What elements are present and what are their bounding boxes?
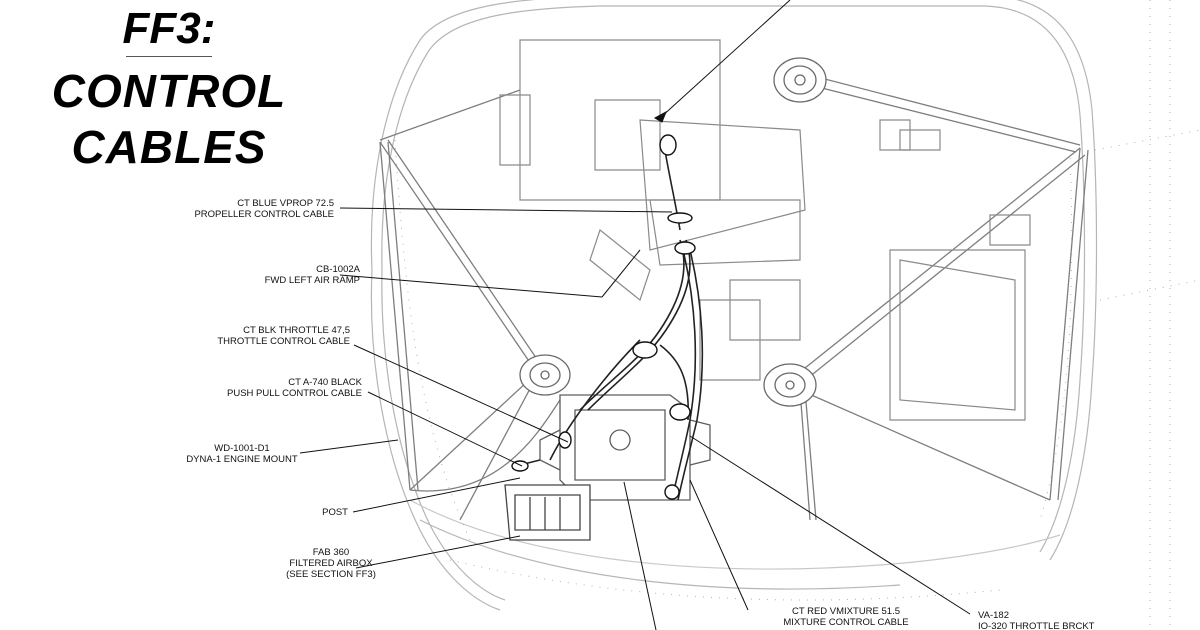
cable-fittings: [511, 134, 696, 500]
engine-accessory-housing: [499, 39, 1031, 421]
callout-part-number: WD-1001-D1: [214, 443, 270, 454]
title-section-code: FF3:: [122, 4, 216, 53]
drawing-title: FF3: CONTROL CABLES: [14, 4, 324, 175]
callout-description: PROPELLER CONTROL CABLE: [194, 209, 334, 220]
callout-part-number: VA-182: [978, 610, 1009, 621]
callout-throttle-bracket: VA-182 IO-320 THROTTLE BRCKT: [978, 610, 1095, 630]
callout-part-number: CT BLK THROTTLE 47,5: [243, 325, 350, 336]
callout-propeller-cable: CT BLUE VPROP 72.5 PROPELLER CONTROL CAB…: [194, 198, 334, 220]
title-line-cables: CABLES: [71, 121, 267, 173]
leader-lines: [299, 0, 971, 630]
callout-part-number: CT A-740 BLACK: [288, 377, 362, 388]
callout-part-number: FAB 360: [312, 547, 350, 558]
callout-push-pull-cable: CT A-740 BLACK PUSH PULL CONTROL CABLE: [227, 377, 362, 399]
callout-description: DYNA-1 ENGINE MOUNT: [186, 454, 298, 465]
callout-description: FWD LEFT AIR RAMP: [264, 275, 360, 286]
throttle-body: [539, 394, 711, 501]
control-cables: [519, 149, 704, 501]
callout-post: POST: [322, 507, 348, 518]
cowling-outline: [370, 0, 1098, 611]
callout-description: PUSH PULL CONTROL CABLE: [227, 388, 362, 399]
callout-air-ramp: CB-1002A FWD LEFT AIR RAMP: [265, 264, 360, 286]
engine-mount-isolators: [519, 57, 827, 407]
callout-part-number: CB-1002A: [316, 264, 360, 275]
callout-description: POST: [322, 507, 348, 518]
callout-airbox: FAB 360 FILTERED AIRBOX (SEE SECTION FF3…: [276, 547, 386, 580]
callout-engine-mount: WD-1001-D1 DYNA-1 ENGINE MOUNT: [178, 443, 306, 465]
engine-mount-truss: [379, 69, 1089, 521]
title-divider: [126, 56, 212, 57]
callout-description: FILTERED AIRBOX: [289, 558, 373, 569]
callout-description: IO-320 THROTTLE BRCKT: [978, 621, 1095, 630]
callout-description: THROTTLE CONTROL CABLE: [217, 336, 350, 347]
filtered-airbox: [504, 484, 591, 541]
callout-mixture-cable: CT RED VMIXTURE 51.5 MIXTURE CONTROL CAB…: [772, 606, 920, 628]
title-line-control: CONTROL: [51, 65, 287, 117]
callout-description: MIXTURE CONTROL CABLE: [783, 617, 909, 628]
callout-throttle-cable: CT BLK THROTTLE 47,5 THROTTLE CONTROL CA…: [217, 325, 350, 347]
rivet-lines: [394, 0, 1200, 630]
callout-part-number: CT RED VMIXTURE 51.5: [791, 606, 901, 617]
callout-reference: (SEE SECTION FF3): [286, 569, 376, 580]
callout-part-number: CT BLUE VPROP 72.5: [237, 198, 334, 209]
